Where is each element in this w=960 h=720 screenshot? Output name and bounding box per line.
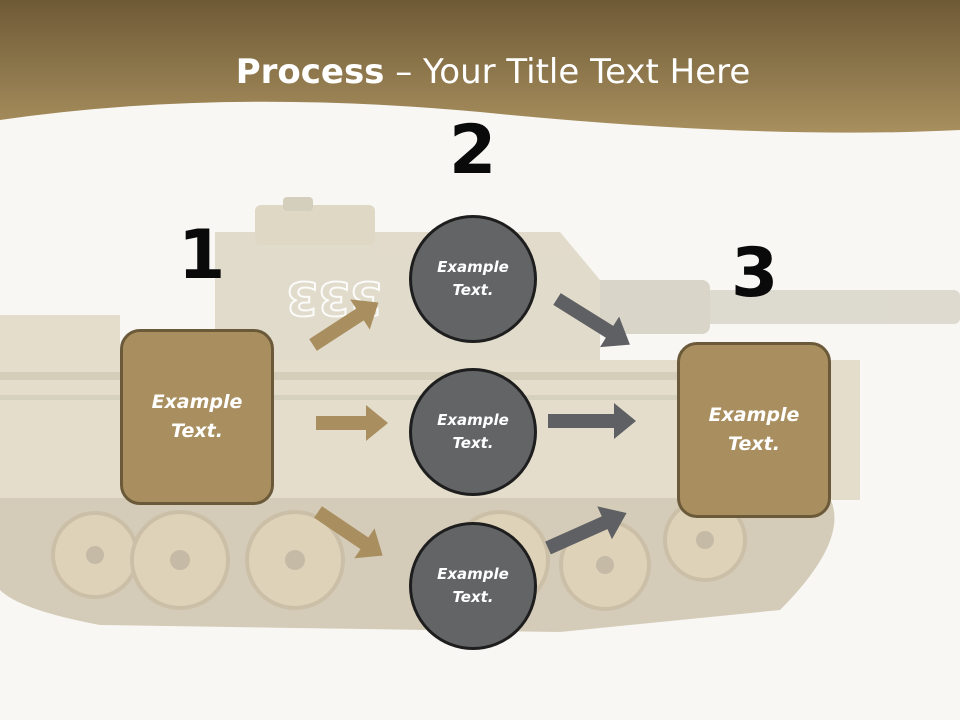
left-box: Example Text. <box>120 329 274 505</box>
circle-top: Example Text. <box>409 215 537 343</box>
step-number-3: 3 <box>731 234 779 313</box>
right-box-text: Example Text. <box>708 404 800 455</box>
arrow-top-to-right <box>553 293 630 348</box>
slide-title: Process – Your Title Text Here <box>0 52 960 92</box>
circle-middle: Example Text. <box>409 368 537 496</box>
header-band <box>0 0 960 133</box>
circle-top-text: Example Text. <box>437 258 509 299</box>
right-box: Example Text. <box>677 342 831 518</box>
step-number-2: 2 <box>449 111 497 190</box>
arrow-middle-to-right <box>548 403 636 439</box>
arrow-left-to-bottom <box>314 506 383 559</box>
arrow-left-to-top <box>309 299 379 351</box>
title-bold: Process <box>235 52 385 92</box>
circle-middle-text: Example Text. <box>437 411 509 452</box>
circle-bottom: Example Text. <box>409 522 537 650</box>
title-rest: – Your Title Text Here <box>384 52 751 92</box>
step-number-1: 1 <box>178 216 226 295</box>
left-box-text: Example Text. <box>151 391 243 442</box>
arrow-left-to-middle <box>316 405 388 441</box>
circle-bottom-text: Example Text. <box>437 565 509 606</box>
arrow-bottom-to-right <box>545 506 627 555</box>
